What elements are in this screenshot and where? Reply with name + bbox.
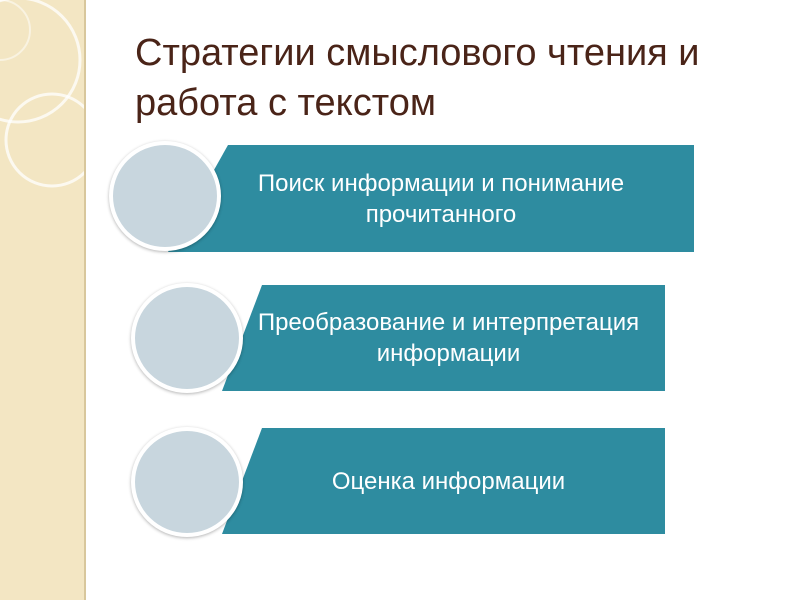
decor-rings-icon — [0, 0, 84, 188]
strategy-label-transform: Преобразование и интерпретация информаци… — [257, 309, 640, 367]
strategy-bar-transform: Преобразование и интерпретация информаци… — [222, 285, 665, 391]
strategy-label-evaluate: Оценка информации — [331, 467, 566, 495]
strategy-label-search: Поиск информации и понимание прочитанног… — [257, 169, 625, 228]
strategy-bar-evaluate: Оценка информации — [222, 428, 665, 534]
strategy-circle-search — [109, 141, 221, 251]
side-decor-panel — [0, 0, 84, 600]
side-divider — [84, 0, 86, 600]
strategy-circle-transform — [131, 283, 243, 393]
strategy-bar-search: Поиск информации и понимание прочитанног… — [168, 145, 694, 252]
slide-title: Стратегии смыслового чтения и работа с т… — [135, 32, 700, 124]
strategy-circle-evaluate — [131, 427, 243, 537]
